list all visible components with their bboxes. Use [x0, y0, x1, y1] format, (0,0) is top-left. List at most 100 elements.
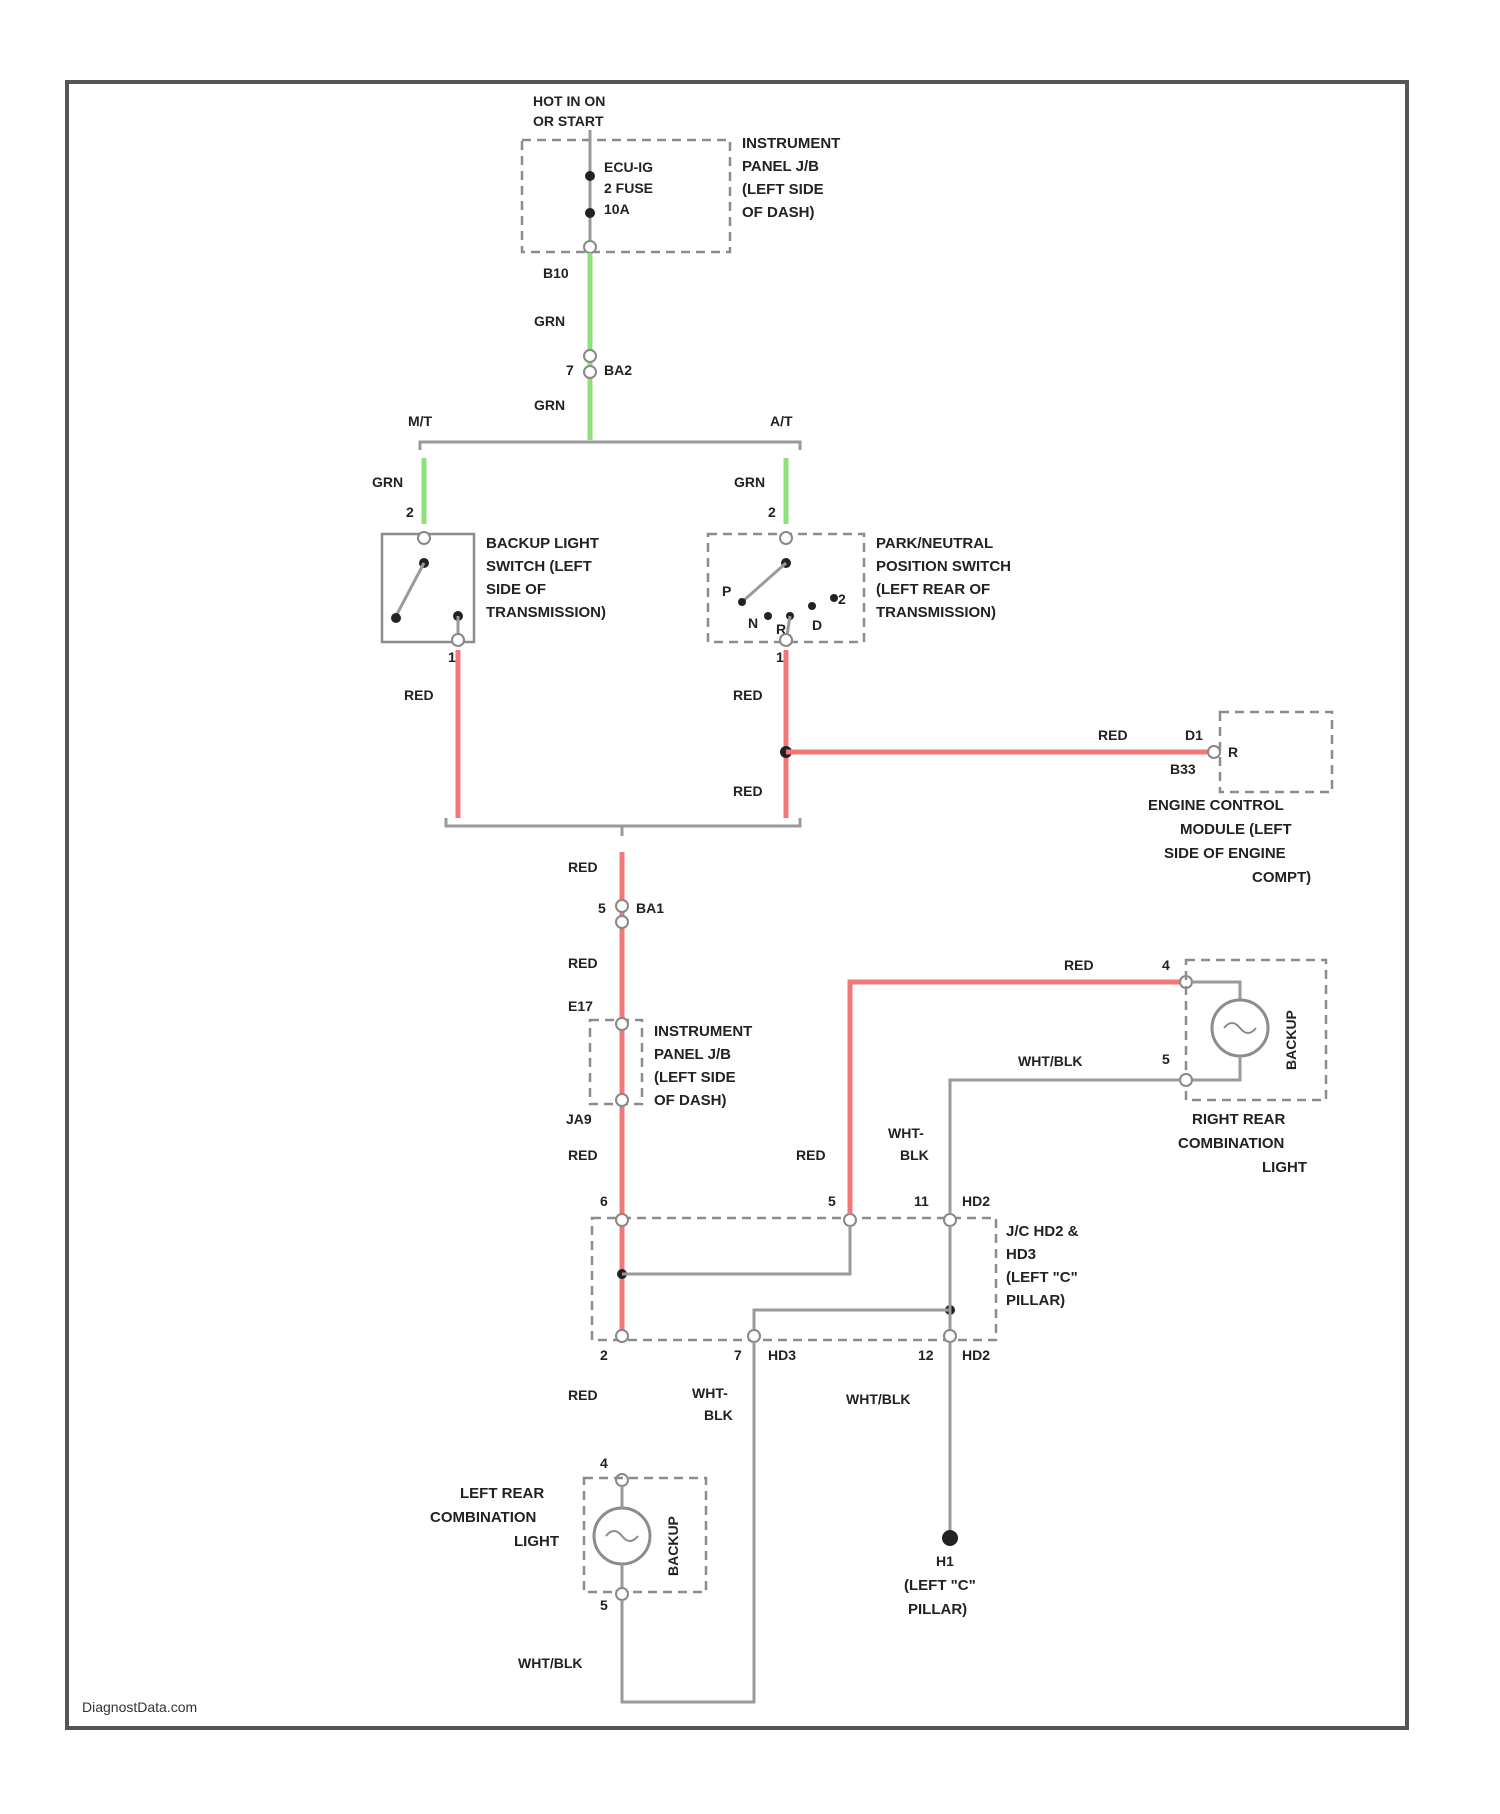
wire-label-whtblk-ground: WHT/BLK	[846, 1391, 911, 1407]
hd3-pin7: 7	[734, 1347, 742, 1363]
fuse-label-2: 2 FUSE	[604, 180, 653, 196]
jb-mid-label-4: OF DASH)	[654, 1092, 727, 1109]
left-pin4: 4	[600, 1455, 608, 1471]
ecm-pin-d1: D1	[1185, 727, 1203, 743]
ecm-label-2: MODULE (LEFT	[1180, 821, 1292, 838]
hd2-pin2: 2	[600, 1347, 608, 1363]
wire-label-red-right-top: RED	[1064, 957, 1094, 973]
wire-label-red-mt: RED	[404, 687, 434, 703]
wire-label-grn-mt: GRN	[372, 474, 403, 490]
hd2-pin12: 12	[918, 1347, 934, 1363]
jb-top-label-2: PANEL J/B	[742, 158, 819, 175]
instrument-panel-jb-top	[522, 140, 730, 252]
wire-label-blk-right: BLK	[900, 1147, 929, 1163]
connector-ba2: BA2	[604, 362, 632, 378]
ecm-label-4: COMPT)	[1252, 869, 1311, 886]
wire-label-whtblk-left: WHT/BLK	[518, 1655, 583, 1671]
wire-label-wht-right: WHT-	[888, 1125, 924, 1141]
connector-ba2-pin: 7	[566, 362, 574, 378]
wire-label-grn-at: GRN	[734, 474, 765, 490]
hd2-label-b: HD2	[962, 1347, 990, 1363]
pns-pos-n: N	[748, 615, 758, 631]
wire-label-wht-left: WHT-	[692, 1385, 728, 1401]
bls-pin1: 1	[448, 649, 456, 665]
jb-mid-label-2: PANEL J/B	[654, 1046, 731, 1063]
right-lamp-label-1: RIGHT REAR	[1192, 1111, 1286, 1128]
ecm-label-1: ENGINE CONTROL	[1148, 797, 1284, 814]
hd2-pin11: 11	[914, 1193, 929, 1209]
ground-point	[942, 1530, 958, 1546]
jb-top-label-3: (LEFT SIDE	[742, 181, 824, 198]
power-label-2: OR START	[533, 113, 604, 129]
pns-pos-p: P	[722, 583, 731, 599]
right-lamp-label-2: COMBINATION	[1178, 1135, 1284, 1152]
connector-e17: E17	[568, 998, 593, 1014]
pns-pos-2: 2	[838, 591, 846, 607]
left-lamp-label-2: COMBINATION	[430, 1509, 536, 1526]
hdjc-label-3: (LEFT "C"	[1006, 1269, 1078, 1286]
jb-mid-label-1: INSTRUMENT	[654, 1023, 752, 1040]
pns-label-1: PARK/NEUTRAL	[876, 535, 993, 552]
pns-label-3: (LEFT REAR OF	[876, 581, 990, 598]
wire-label-red-ecm: RED	[1098, 727, 1128, 743]
jb-mid-label-3: (LEFT SIDE	[654, 1069, 736, 1086]
wire-label-red-trunk: RED	[568, 859, 598, 875]
hd2-top: HD2	[962, 1193, 990, 1209]
left-lamp-label-3: LIGHT	[514, 1533, 559, 1550]
hd2-pin6: 6	[600, 1193, 608, 1209]
power-label: HOT IN ON	[533, 93, 605, 109]
ecm-label-3: SIDE OF ENGINE	[1164, 845, 1286, 862]
backup-light-switch	[382, 534, 474, 642]
connector-b10: B10	[543, 265, 569, 281]
wire-label-red-at: RED	[733, 687, 763, 703]
wire-label-red-right: RED	[796, 1147, 826, 1163]
bls-label-1: BACKUP LIGHT	[486, 535, 599, 552]
pns-label-2: POSITION SWITCH	[876, 558, 1011, 575]
wire-label-whtblk-right: WHT/BLK	[1018, 1053, 1083, 1069]
hdjc-label-1: J/C HD2 &	[1006, 1223, 1079, 1240]
fuse-label: ECU-IG	[604, 159, 653, 175]
wire-label-blk-left: BLK	[704, 1407, 733, 1423]
ground-label-2: PILLAR)	[908, 1601, 967, 1618]
wire-label-red-trunk-2: RED	[568, 955, 598, 971]
pns-pin1: 1	[776, 649, 784, 665]
jb-top-label-4: OF DASH)	[742, 204, 815, 221]
hdjc-label-2: HD3	[1006, 1246, 1036, 1263]
pns-pin2: 2	[768, 504, 776, 520]
pns-pos-d: D	[812, 617, 822, 633]
right-pin5: 5	[1162, 1051, 1170, 1067]
ecm-pin-r: R	[1228, 744, 1238, 760]
watermark: DiagnostData.com	[82, 1699, 197, 1715]
ecm-conn-b33: B33	[1170, 761, 1196, 777]
junction-connector-hd2-hd3	[592, 1218, 996, 1340]
right-lamp-label-3: LIGHT	[1262, 1159, 1307, 1176]
bls-label-2: SWITCH (LEFT	[486, 558, 592, 575]
bls-pin2: 2	[406, 504, 414, 520]
wire-label-grn: GRN	[534, 313, 565, 329]
branch-mt: M/T	[408, 413, 433, 429]
connector-ba1-pin: 5	[598, 900, 606, 916]
diagram-frame	[67, 82, 1407, 1728]
connector-ja9: JA9	[566, 1111, 592, 1127]
wire-label-red-at-2: RED	[733, 783, 763, 799]
wire-label-red-trunk-3: RED	[568, 1147, 598, 1163]
branch-at: A/T	[770, 413, 793, 429]
wire-label-red-left: RED	[568, 1387, 598, 1403]
hd2-pin5: 5	[828, 1193, 836, 1209]
bls-label-3: SIDE OF	[486, 581, 546, 598]
right-pin4: 4	[1162, 957, 1170, 973]
pns-label-4: TRANSMISSION)	[876, 604, 996, 621]
right-bulb-label: BACKUP	[1283, 1010, 1299, 1070]
hdjc-label-4: PILLAR)	[1006, 1292, 1065, 1309]
left-bulb-label: BACKUP	[665, 1516, 681, 1576]
fuse-rating: 10A	[604, 201, 630, 217]
left-pin5: 5	[600, 1597, 608, 1613]
left-lamp-label-1: LEFT REAR	[460, 1485, 544, 1502]
wire-label-grn-2: GRN	[534, 397, 565, 413]
bls-label-4: TRANSMISSION)	[486, 604, 606, 621]
ground-label-1: (LEFT "C"	[904, 1577, 976, 1594]
jb-top-label-1: INSTRUMENT	[742, 135, 840, 152]
connector-ba1: BA1	[636, 900, 664, 916]
instrument-panel-jb-mid	[590, 1020, 642, 1104]
